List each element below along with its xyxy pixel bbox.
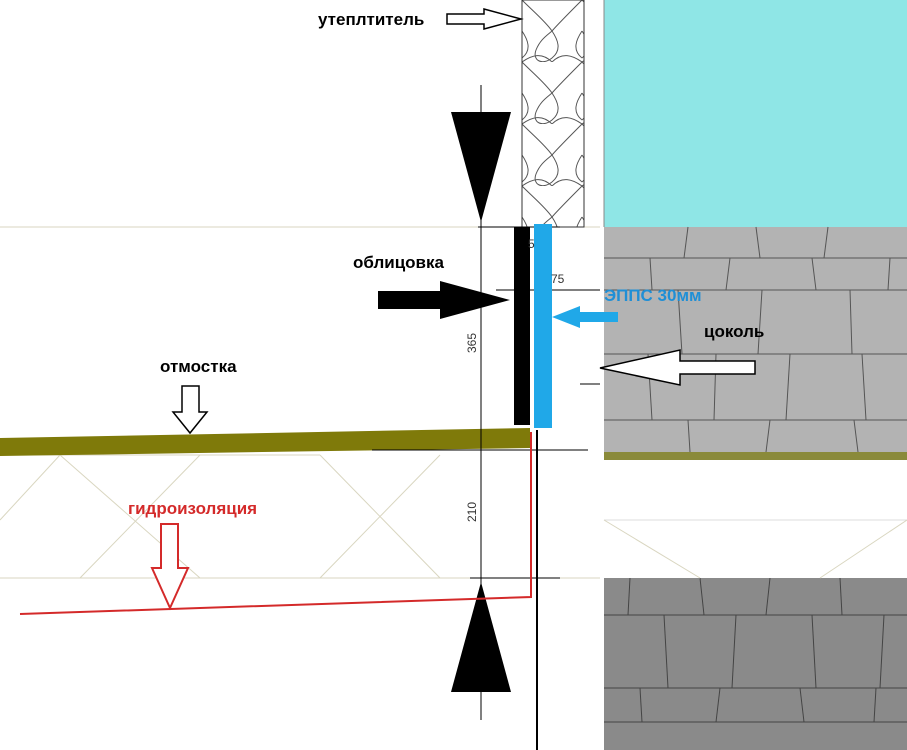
epps-layer xyxy=(534,224,552,428)
construction-lines xyxy=(0,226,907,579)
epps-label: ЭППС 30мм xyxy=(604,286,702,305)
blind-area-label: отмостка xyxy=(160,357,237,376)
cladding-label: облицовка xyxy=(353,253,445,272)
plinth-base-band xyxy=(604,452,907,460)
insulation-label: утеплтитель xyxy=(318,10,424,29)
plinth-label: цоколь xyxy=(704,322,764,341)
cladding-layer xyxy=(514,227,530,425)
up-triangle-icon xyxy=(451,582,511,692)
hollow-left-arrow-icon xyxy=(599,349,756,386)
right-arrow-icon xyxy=(378,281,510,319)
waterproofing-label: гидроизоляция xyxy=(128,499,257,518)
insulation-block xyxy=(521,0,585,228)
down-triangle-icon xyxy=(451,112,511,222)
blue-left-arrow-icon xyxy=(552,306,618,328)
wall-cyan-block xyxy=(604,0,907,227)
dim-height-upper: 365 xyxy=(465,333,479,353)
dim-top-offset: 5 xyxy=(528,237,535,251)
waterproofing-line xyxy=(19,432,532,615)
blind-area-slab xyxy=(0,428,530,456)
dim-height-lower: 210 xyxy=(465,502,479,522)
dim-thickness: 75 xyxy=(551,272,565,286)
foundation-stone-block xyxy=(604,577,907,750)
waterproofing-arrow-icon xyxy=(150,523,190,611)
hollow-right-arrow-icon xyxy=(446,8,524,30)
plinth-stone-block xyxy=(604,226,907,453)
hollow-down-arrow-icon xyxy=(171,385,209,435)
